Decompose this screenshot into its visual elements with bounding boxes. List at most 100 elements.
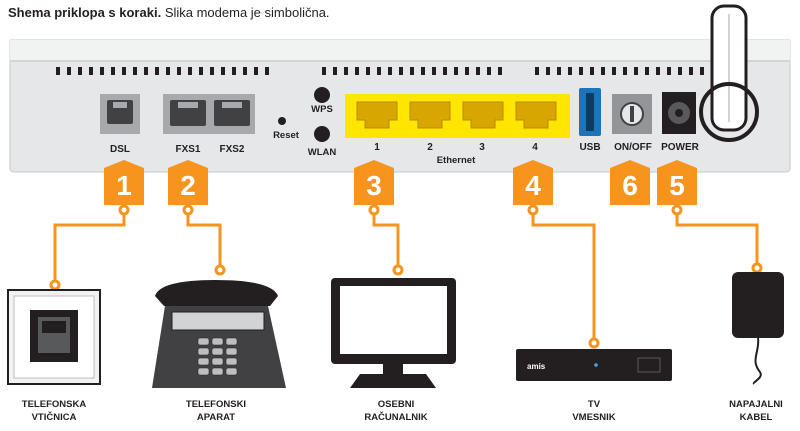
- telephone-socket-icon: [7, 289, 101, 385]
- tv-label-line2: VMESNIK: [572, 412, 616, 423]
- vent-slot: [210, 67, 214, 75]
- power-label: POWER: [661, 142, 699, 153]
- keypad-key: [225, 357, 238, 366]
- step-badge: [657, 160, 697, 205]
- vent-slot: [111, 67, 115, 75]
- keypad-key: [211, 347, 224, 356]
- vent-slot: [67, 67, 71, 75]
- vent-slot: [355, 67, 359, 75]
- step-badge: [354, 160, 394, 205]
- vent-slot: [568, 67, 572, 75]
- power-jack-icon: [662, 92, 696, 134]
- adapter-label-line2: KABEL: [739, 412, 773, 423]
- adapter-label-line1: NAPAJALNI: [729, 399, 783, 410]
- keypad-key: [211, 337, 224, 346]
- keypad-key: [197, 347, 210, 356]
- usb-port: [579, 88, 601, 136]
- keypad-key: [225, 347, 238, 356]
- vent-slot: [366, 67, 370, 75]
- step-number-1: 1: [116, 170, 132, 201]
- vent-slot: [476, 67, 480, 75]
- wps-button-icon: [314, 87, 330, 103]
- vent-slot: [700, 67, 704, 75]
- step-badge: [513, 160, 553, 205]
- vent-slot: [590, 67, 594, 75]
- vent-slot: [421, 67, 425, 75]
- vent-slot: [399, 67, 403, 75]
- reset-label: Reset: [273, 130, 299, 141]
- vent-slot: [487, 67, 491, 75]
- vent-slots: [56, 67, 704, 75]
- socket-label-line1: TELEFONSKA: [21, 399, 87, 410]
- vent-slot: [498, 67, 502, 75]
- vent-slot: [410, 67, 414, 75]
- vent-slot: [601, 67, 605, 75]
- vent-slot: [634, 67, 638, 75]
- wps-label: WPS: [311, 104, 333, 115]
- tv-label: TV VMESNIK: [539, 398, 649, 424]
- vent-slot: [546, 67, 550, 75]
- vent-slot: [432, 67, 436, 75]
- step-badge: [610, 160, 650, 205]
- vent-slot: [535, 67, 539, 75]
- computer-label: OSEBNI RAČUNALNIK: [341, 398, 451, 424]
- antenna-icon: [699, 4, 759, 142]
- vent-slot: [579, 67, 583, 75]
- vent-slot: [78, 67, 82, 75]
- vent-slot: [133, 67, 137, 75]
- diagram-title: Shema priklopa s koraki. Slika modema je…: [8, 5, 330, 20]
- vent-slot: [667, 67, 671, 75]
- vent-slot: [377, 67, 381, 75]
- tv-box-icon: amis: [516, 349, 672, 381]
- fxs2-label: FXS2: [219, 144, 245, 155]
- computer-label-line2: RAČUNALNIK: [364, 412, 428, 423]
- step-badge: [104, 160, 144, 205]
- ethernet-port-4-label: 4: [532, 142, 538, 153]
- wlan-label: WLAN: [307, 147, 337, 158]
- wlan-button-icon: [314, 126, 330, 142]
- fxs-ports: [163, 94, 255, 134]
- keypad-key: [211, 367, 224, 376]
- tv-label-line1: TV: [587, 399, 601, 410]
- vent-slot: [100, 67, 104, 75]
- vent-slot: [623, 67, 627, 75]
- desk-phone-icon: [152, 280, 286, 388]
- vent-slot: [166, 67, 170, 75]
- reset-hole: [278, 117, 286, 125]
- vent-slot: [454, 67, 458, 75]
- vent-slot: [645, 67, 649, 75]
- ethernet-label: Ethernet: [436, 155, 476, 166]
- keypad-key: [225, 337, 238, 346]
- vent-slot: [344, 67, 348, 75]
- fxs1-label: FXS1: [175, 144, 201, 155]
- vent-slot: [443, 67, 447, 75]
- vent-slot: [254, 67, 258, 75]
- keypad-key: [225, 367, 238, 376]
- ethernet-ports: [345, 94, 570, 138]
- step-badge: [168, 160, 208, 205]
- keypad-key: [197, 337, 210, 346]
- step-number-3: 3: [366, 170, 382, 201]
- vent-slot: [177, 67, 181, 75]
- phone-label: TELEFONSKI APARAT: [161, 398, 271, 424]
- title-rest: Slika modema je simbolična.: [164, 5, 330, 20]
- vent-slot: [155, 67, 159, 75]
- vent-slot: [465, 67, 469, 75]
- keypad-key: [211, 357, 224, 366]
- onoff-label: ON/OFF: [614, 142, 652, 153]
- onoff-switch-icon: [612, 94, 652, 134]
- vent-slot: [322, 67, 326, 75]
- vent-slot: [122, 67, 126, 75]
- socket-label-line2: VTIČNICA: [31, 412, 77, 423]
- vent-slot: [656, 67, 660, 75]
- phone-label-line1: TELEFONSKI: [185, 399, 247, 410]
- step-number-6: 6: [622, 170, 638, 201]
- title-bold: Shema priklopa s koraki.: [8, 5, 162, 20]
- keypad-key: [197, 367, 210, 376]
- step-number-5: 5: [669, 170, 685, 201]
- ethernet-port-1-label: 1: [374, 142, 380, 153]
- phone-label-line2: APARAT: [196, 412, 236, 423]
- computer-monitor-icon: [331, 278, 456, 388]
- dsl-label: DSL: [110, 144, 130, 155]
